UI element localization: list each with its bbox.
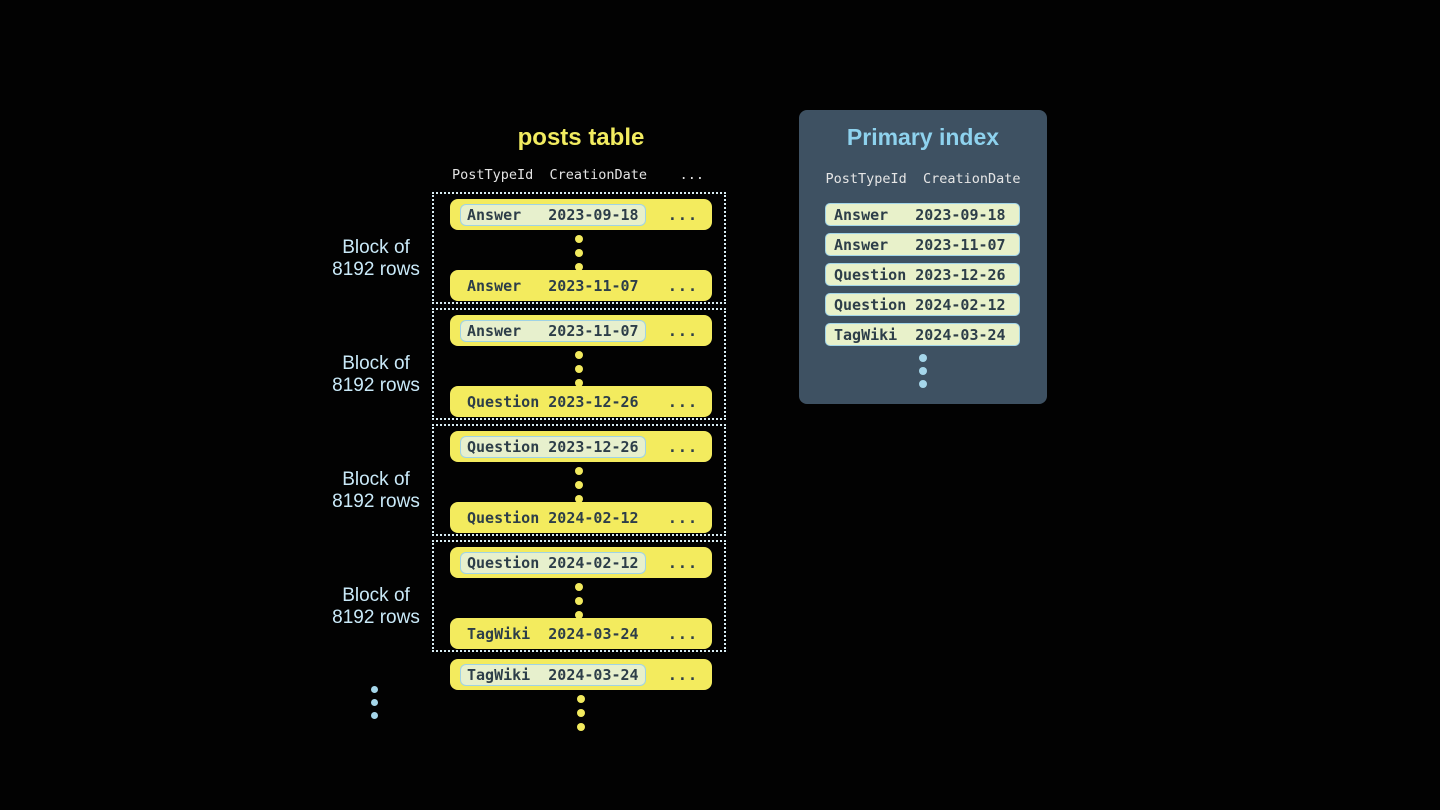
table-row: TagWiki 2024-03-24 ... — [450, 618, 712, 649]
index-entry-highlight: Answer 2023-09-18 — [460, 203, 646, 226]
index-row: Question 2024-02-12 — [825, 293, 1020, 316]
posts-table-column-headers: PostTypeId CreationDate ... — [452, 167, 704, 183]
table-row: Answer 2023-09-18 ... — [450, 199, 712, 230]
index-entry-highlight: Question 2024-02-12 — [460, 551, 646, 574]
block-label-4: Block of 8192 rows — [316, 585, 436, 629]
row-ellipsis: ... — [667, 624, 698, 643]
index-row: Answer 2023-11-07 — [825, 233, 1020, 256]
creation-date-cell: 2023-12-26 — [548, 392, 639, 411]
post-type-cell: TagWiki — [467, 665, 531, 684]
index-row: Answer 2023-09-18 — [825, 203, 1020, 226]
block-label-line: Block of — [342, 353, 410, 374]
table-row: Answer 2023-11-07 ... — [450, 315, 712, 346]
row-block-3: Question 2023-12-26 ... Question 2024-02-1… — [432, 424, 726, 536]
primary-index-panel: Primary index PostTypeId CreationDate An… — [799, 110, 1047, 404]
row-ellipsis: ... — [667, 508, 698, 527]
post-type-cell: Answer — [467, 321, 522, 340]
row-ellipsis: ... — [667, 276, 698, 295]
block-label-line: 8192 rows — [332, 375, 420, 396]
row-ellipsis: ... — [667, 321, 698, 340]
post-type-cell: Question — [467, 553, 540, 572]
creation-date-cell: 2023-09-18 — [548, 205, 639, 224]
creation-date-cell: 2024-02-12 — [548, 553, 639, 572]
row-content: Question 2023-12-26 — [460, 391, 646, 413]
post-type-cell: Question — [467, 508, 540, 527]
hidden-rows-dots — [575, 583, 583, 619]
table-row: Question 2023-12-26 ... — [450, 386, 712, 417]
row-content: TagWiki 2024-03-24 — [460, 623, 646, 645]
posts-table-title: posts table — [517, 124, 645, 151]
row-ellipsis: ... — [667, 665, 698, 684]
creation-date-cell: 2024-03-24 — [548, 624, 639, 643]
creation-date-cell: 2024-03-24 — [548, 665, 639, 684]
post-type-cell: Question — [834, 265, 907, 284]
hidden-rows-dots — [575, 467, 583, 503]
row-ellipsis: ... — [667, 392, 698, 411]
primary-index-column-headers: PostTypeId CreationDate — [825, 171, 1021, 187]
block-label-1: Block of 8192 rows — [316, 237, 436, 281]
block-label-line: 8192 rows — [332, 259, 420, 280]
post-type-cell: Answer — [467, 276, 522, 295]
block-label-2: Block of 8192 rows — [316, 353, 436, 397]
block-label-line: 8192 rows — [332, 607, 420, 628]
hidden-rows-dots — [575, 235, 583, 271]
creation-date-cell: 2024-02-12 — [548, 508, 639, 527]
post-type-cell: TagWiki — [834, 325, 898, 344]
creation-date-cell: 2023-12-26 — [915, 265, 1006, 284]
row-ellipsis: ... — [667, 205, 698, 224]
table-row: Question 2023-12-26 ... — [450, 431, 712, 462]
block-label-line: Block of — [342, 585, 410, 606]
block-label-line: Block of — [342, 237, 410, 258]
creation-date-cell: 2023-12-26 — [548, 437, 639, 456]
table-row-overflow: TagWiki 2024-03-24 ... — [450, 659, 712, 690]
row-block-4: Question 2024-02-12 ... TagWiki 2024-03-24… — [432, 540, 726, 652]
creation-date-cell: 2023-11-07 — [915, 235, 1006, 254]
post-type-cell: Question — [467, 437, 540, 456]
index-row: TagWiki 2024-03-24 — [825, 323, 1020, 346]
hidden-rows-dots — [575, 351, 583, 387]
block-label-line: 8192 rows — [332, 491, 420, 512]
table-row: Question 2024-02-12 ... — [450, 547, 712, 578]
creation-date-cell: 2023-09-18 — [915, 205, 1006, 224]
creation-date-cell: 2023-11-07 — [548, 321, 639, 340]
block-label-3: Block of 8192 rows — [316, 469, 436, 513]
row-content: Answer 2023-11-07 — [460, 275, 646, 297]
row-ellipsis: ... — [667, 553, 698, 572]
more-rows-dots — [577, 695, 585, 731]
row-content: Question 2024-02-12 — [460, 507, 646, 529]
index-entry-highlight: Question 2023-12-26 — [460, 435, 646, 458]
index-entry-highlight: TagWiki 2024-03-24 — [460, 663, 646, 686]
post-type-cell: Answer — [834, 235, 889, 254]
more-blocks-dots — [371, 686, 378, 719]
row-block-2: Answer 2023-11-07 ... Question 2023-12-26 … — [432, 308, 726, 420]
post-type-cell: Question — [834, 295, 907, 314]
post-type-cell: Answer — [834, 205, 889, 224]
block-label-line: Block of — [342, 469, 410, 490]
creation-date-cell: 2024-02-12 — [915, 295, 1006, 314]
post-type-cell: Question — [467, 392, 540, 411]
creation-date-cell: 2023-11-07 — [548, 276, 639, 295]
post-type-cell: Answer — [467, 205, 522, 224]
post-type-cell: TagWiki — [467, 624, 531, 643]
row-block-1: Answer 2023-09-18 ... Answer 2023-11-07 ..… — [432, 192, 726, 304]
row-ellipsis: ... — [667, 437, 698, 456]
creation-date-cell: 2024-03-24 — [915, 325, 1006, 344]
index-row: Question 2023-12-26 — [825, 263, 1020, 286]
more-index-entries-dots — [919, 354, 927, 388]
table-row: Answer 2023-11-07 ... — [450, 270, 712, 301]
table-row: Question 2024-02-12 ... — [450, 502, 712, 533]
index-entry-highlight: Answer 2023-11-07 — [460, 319, 646, 342]
primary-index-title: Primary index — [846, 124, 1000, 150]
